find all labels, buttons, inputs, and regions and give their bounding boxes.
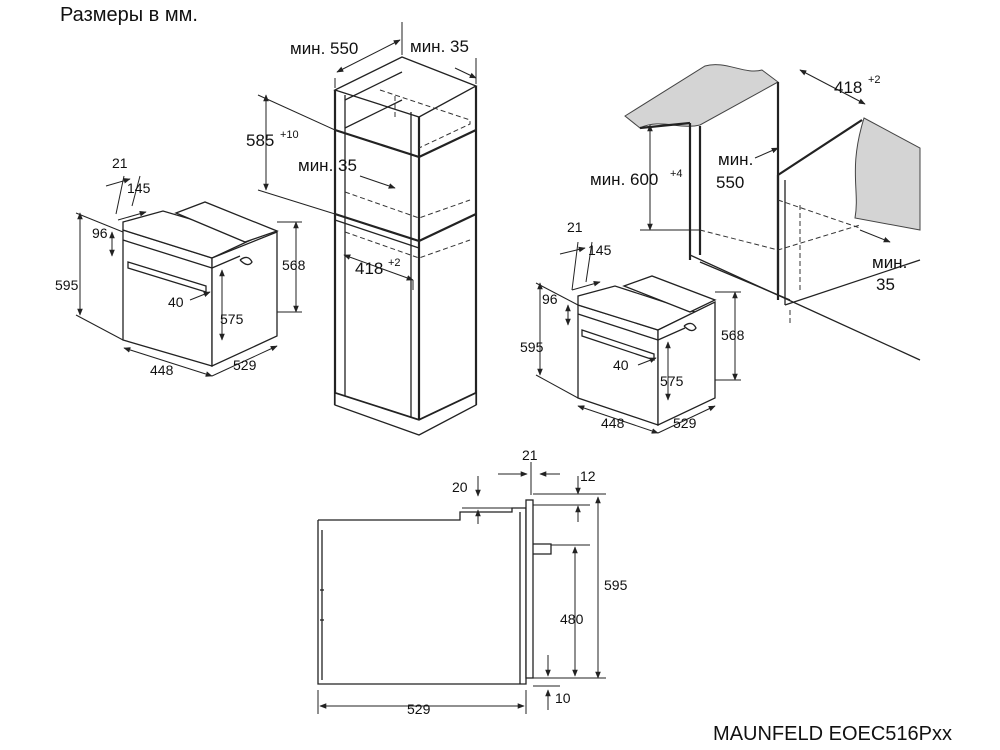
oven-right-dim-568: 568 [721, 327, 745, 343]
oven-left-dim-448: 448 [150, 362, 174, 378]
side-dim-480: 480 [560, 611, 584, 627]
cabinet-height: 585 [246, 131, 274, 150]
side-view-drawing: 21 12 20 595 480 529 10 [317, 447, 628, 717]
oven-right-dim-145: 145 [588, 242, 612, 258]
side-dim-529: 529 [407, 701, 431, 717]
oven-right-dim-96: 96 [542, 291, 558, 307]
oven-right-dim-40: 40 [613, 357, 629, 373]
oven-left-drawing: 21 145 96 595 568 40 575 448 529 [55, 155, 306, 378]
oven-left-dim-21: 21 [112, 155, 128, 171]
page-title: Размеры в мм. [60, 4, 198, 26]
niche-min-height: мин. 600 [590, 170, 658, 189]
niche-min-depth-label: мин. [718, 150, 753, 169]
niche-width: 418 [834, 78, 862, 97]
side-dim-12: 12 [580, 468, 596, 484]
model-name: MAUNFELD EOEC516Pxx [713, 723, 952, 745]
side-dim-10: 10 [555, 690, 571, 706]
niche-min-depth-value: 550 [716, 173, 744, 192]
cabinet-height-tolerance: +10 [280, 129, 299, 141]
oven-left-dim-40: 40 [168, 294, 184, 310]
niche-min-gap-label: мин. [872, 253, 907, 272]
oven-left-dim-575: 575 [220, 311, 244, 327]
side-dim-20: 20 [452, 479, 468, 495]
oven-left-dim-96: 96 [92, 225, 108, 241]
oven-left-dim-529: 529 [233, 357, 257, 373]
oven-right-dim-21: 21 [567, 219, 583, 235]
oven-right-dim-595: 595 [520, 339, 544, 355]
cabinet-min-gap-mid: мин. 35 [298, 156, 357, 175]
oven-left-dim-595: 595 [55, 277, 79, 293]
undercounter-niche-drawing: 418 +2 мин. 600 +4 мин. 550 мин. 35 [590, 64, 921, 361]
side-dim-21: 21 [522, 447, 538, 463]
side-dim-595: 595 [604, 577, 628, 593]
oven-left-dim-568: 568 [282, 257, 306, 273]
tall-cabinet-drawing: мин. 550 мин. 35 585 +10 мин. 35 418 +2 [246, 22, 478, 436]
oven-left-dim-145: 145 [127, 180, 151, 196]
cabinet-min-gap-top: мин. 35 [410, 37, 469, 56]
cabinet-min-depth: мин. 550 [290, 39, 358, 58]
cabinet-width: 418 [355, 259, 383, 278]
niche-width-tolerance: +2 [868, 74, 881, 86]
cabinet-width-tolerance: +2 [388, 257, 401, 269]
niche-height-tolerance: +4 [670, 168, 683, 180]
oven-right-drawing: 21 145 96 595 568 40 575 448 529 [520, 219, 745, 434]
oven-right-dim-575: 575 [660, 373, 684, 389]
oven-right-dim-448: 448 [601, 415, 625, 431]
niche-min-gap-value: 35 [876, 275, 895, 294]
oven-right-dim-529: 529 [673, 415, 697, 431]
